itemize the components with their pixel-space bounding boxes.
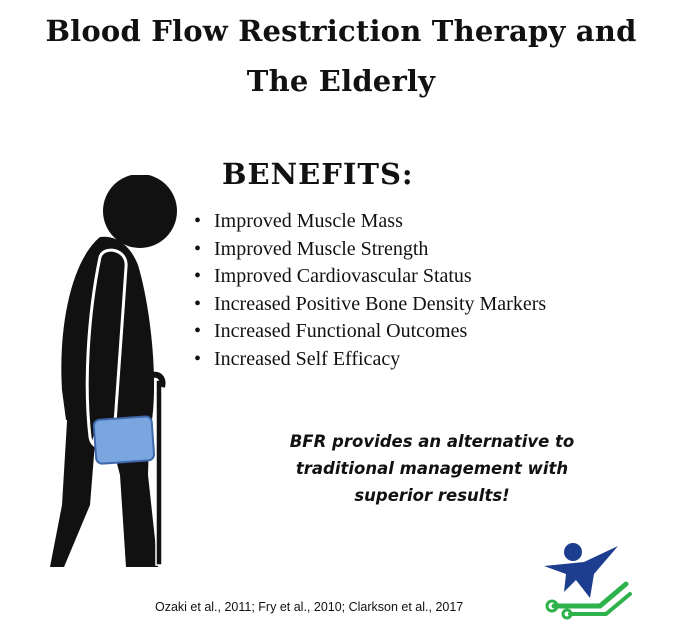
list-item: Improved Muscle Mass	[192, 208, 572, 236]
logo-icon	[544, 543, 632, 620]
page-title-line-2: The Elderly	[246, 64, 436, 98]
callout-text: BFR provides an alternative to tradition…	[289, 432, 575, 505]
list-item: Improved Cardiovascular Status	[192, 263, 572, 291]
citation: Ozaki et al., 2011; Fry et al., 2010; Cl…	[155, 600, 464, 614]
list-item: Increased Functional Outcomes	[192, 318, 572, 346]
benefits-heading: BENEFITS:	[222, 157, 414, 191]
list-item: Improved Muscle Strength	[192, 236, 572, 264]
list-item: Increased Self Efficacy	[192, 346, 572, 374]
bfr-cuff-icon	[92, 415, 155, 465]
elderly-person-with-cane-icon	[50, 175, 177, 567]
page-title-line-1: Blood Flow Restriction Therapy and	[45, 14, 637, 48]
list-item: Increased Positive Bone Density Markers	[192, 291, 572, 319]
benefits-list: Improved Muscle Mass Improved Muscle Str…	[192, 208, 572, 374]
